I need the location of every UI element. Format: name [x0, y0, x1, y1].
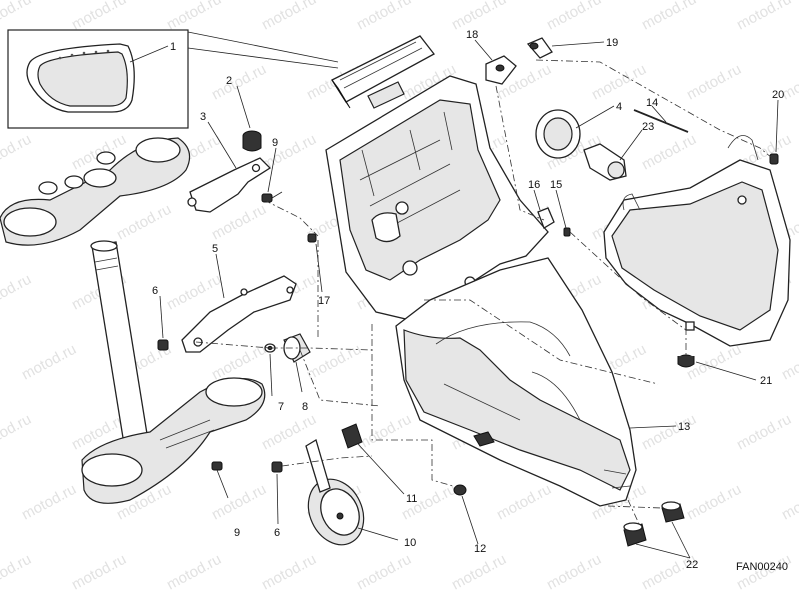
horn-part-10 [305, 439, 365, 546]
watermark-text: motod.ru [449, 0, 509, 34]
watermark-text: motod.ru [779, 341, 799, 384]
watermark-text: motod.ru [0, 411, 34, 454]
watermark-text: motod.ru [494, 481, 554, 524]
steering-stem [90, 240, 149, 445]
rubber-boot-part-18 [485, 55, 517, 85]
screw-part-9-lower [211, 461, 229, 499]
watermark-text: motod.ru [259, 551, 319, 594]
watermark-text: motod.ru [639, 551, 699, 594]
rubber-damper-part-22 [623, 501, 685, 547]
fairing-support-frame [325, 75, 549, 321]
callout-label: 14 [646, 97, 658, 109]
callout-label: 18 [466, 29, 478, 41]
watermark-text: motod.ru [209, 481, 269, 524]
clip-part-16 [537, 207, 555, 229]
watermark-text: motod.ru [354, 551, 414, 594]
watermark-text: motod.ru [639, 131, 699, 174]
upper-fork-yoke [0, 137, 191, 246]
watermark-text: motod.ru [304, 341, 364, 384]
callout-label: 9 [234, 527, 240, 539]
watermark-text: motod.ru [684, 61, 744, 104]
watermark-text: motod.ru [164, 0, 224, 34]
screw-part-6-left [157, 339, 169, 351]
callout-label: 15 [550, 179, 562, 191]
headlight-unit [603, 135, 791, 347]
screw-part-15 [563, 227, 571, 237]
inset-detail-box [7, 29, 339, 129]
watermark-text: motod.ru [114, 201, 174, 244]
callout-label: 1 [170, 41, 176, 53]
callout-label: 7 [278, 401, 284, 413]
callout-label: 20 [772, 89, 784, 101]
wire-part-14 [633, 109, 689, 133]
bracket-part-11 [341, 423, 363, 449]
callout-label: 23 [642, 121, 654, 133]
watermark-text: motod.ru [0, 131, 34, 174]
drawing-code: FAN00240 [736, 561, 788, 573]
callout-label: 21 [760, 375, 772, 387]
watermark-text: motod.ru [589, 61, 649, 104]
callout-label: 22 [686, 559, 698, 571]
watermark-text: motod.ru [544, 0, 604, 34]
watermark-text: motod.ru [164, 271, 224, 314]
bulb-part-23 [583, 143, 627, 181]
callout-label: 3 [200, 111, 206, 123]
callout-label: 9 [272, 137, 278, 149]
watermark-text: motod.ru [639, 0, 699, 34]
washer-part-7 [264, 343, 276, 353]
callout-label: 17 [318, 295, 330, 307]
screw-part-20 [769, 153, 779, 165]
watermark-text: motod.ru [354, 0, 414, 34]
watermark-text: motod.ru [734, 411, 794, 454]
callout-label: 12 [474, 543, 486, 555]
callout-label: 4 [616, 101, 622, 113]
watermark-text: motod.ru [779, 481, 799, 524]
rubber-damper-part-21 [677, 354, 695, 368]
watermark-text: motod.ru [164, 551, 224, 594]
callout-label: 10 [404, 537, 416, 549]
grommet-part-2 [242, 130, 262, 152]
callout-label: 5 [212, 243, 218, 255]
watermark-text: motod.ru [449, 551, 509, 594]
watermark-text: motod.ru [0, 0, 34, 34]
callout-label: 19 [606, 37, 618, 49]
watermark-text: motod.ru [19, 481, 79, 524]
headlight-fairing-part-13 [395, 257, 637, 507]
callout-label: 13 [678, 421, 690, 433]
screw-part-17 [307, 233, 317, 243]
callout-label: 6 [274, 527, 280, 539]
connector-part-19 [526, 37, 553, 59]
callout-label: 6 [152, 285, 158, 297]
screw-part-6-lower [271, 461, 283, 473]
watermark-text: motod.ru [69, 0, 129, 34]
callout-label: 11 [406, 493, 417, 505]
watermark-text: motod.ru [69, 551, 129, 594]
watermark-text: motod.ru [544, 551, 604, 594]
watermark-text: motod.ru [19, 341, 79, 384]
watermark-text: motod.ru [0, 271, 34, 314]
callout-label: 8 [302, 401, 308, 413]
callout-label: 16 [528, 179, 540, 191]
watermark-text: motod.ru [209, 61, 269, 104]
bracket-part-5 [181, 275, 297, 353]
assembly-center-lines [195, 59, 773, 527]
bulb-socket-part-4 [535, 109, 581, 159]
callout-leaders [129, 39, 779, 559]
watermark-text: motod.ru [684, 481, 744, 524]
callout-label: 2 [226, 75, 232, 87]
callout-labels: 1 2 3 9 5 6 7 8 17 18 19 4 14 23 16 15 2… [152, 29, 784, 571]
bracket-part-3 [187, 157, 272, 213]
watermark-text: motod.ru [259, 0, 319, 34]
watermark-text: motod.ru [0, 551, 34, 594]
watermark-text: motod.ru [354, 411, 414, 454]
watermark-text: motod.ru [734, 0, 794, 34]
lower-fork-yoke [81, 377, 266, 504]
instrument-panel [331, 35, 435, 109]
